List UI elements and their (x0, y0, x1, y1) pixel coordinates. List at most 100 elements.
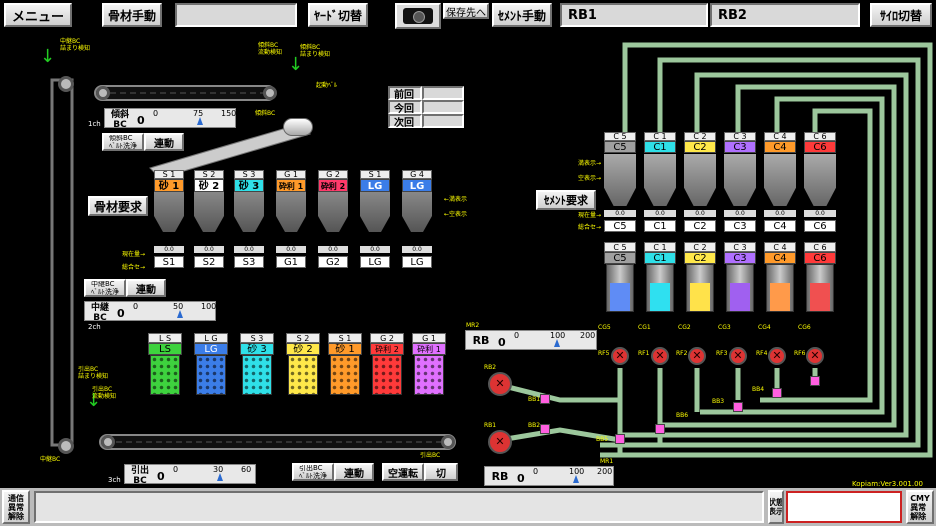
cmy-error-reset-button[interactable]: CMY 異常 解除 (906, 490, 934, 524)
tank-s2[interactable]: S 2 砂 2 (286, 333, 320, 395)
mid-belt-wash-toggle[interactable]: 連動 (126, 279, 166, 297)
tank-g2[interactable]: G 2 砕利 2 (370, 333, 404, 395)
weigh-tank-c3[interactable]: C 3 C3 (724, 242, 756, 318)
hopper-s3[interactable]: S 3 砂 3 0.0 S3 (234, 170, 264, 270)
aggregate-manual-button[interactable]: 骨材手動 (102, 3, 162, 27)
pulley-icon (58, 76, 74, 92)
valve-icon[interactable] (655, 424, 665, 434)
hopper-s2[interactable]: S 2 砂 2 0.0 S2 (194, 170, 224, 270)
pulley-icon (96, 86, 110, 100)
start-sensor-label: 起動ﾍﾞﾙ (316, 82, 338, 89)
rf6-label: RF6 (794, 350, 806, 357)
indicator-full-right: ←満表示 (444, 196, 468, 203)
mr1-tag: MR1 (600, 458, 614, 465)
idle-run-toggle[interactable]: 切 (424, 463, 458, 481)
cement-request-button[interactable]: ｾﾒﾝﾄ要求 (536, 190, 596, 210)
silo-switch-button[interactable]: ｻｲﾛ切替 (870, 3, 932, 27)
valve-icon[interactable] (615, 434, 625, 444)
incline-bc-jam-label: 傾斜BC 詰まり検知 (300, 44, 331, 58)
silo-c2[interactable]: C 2 C2 0.0 C2 (684, 132, 716, 234)
history-prev: 前回 (388, 86, 422, 101)
hopper-g1[interactable]: G 1 砕利 1 0.0 G1 (276, 170, 306, 270)
indicator-total: 総合セ→ (122, 264, 146, 271)
fan-icon[interactable]: ✕ (768, 347, 786, 365)
cg1-label: CG1 (638, 324, 651, 331)
comm-error-reset-button[interactable]: 通信 異常 解除 (2, 490, 30, 524)
hopper-lg2[interactable]: G 4 LG 0.0 LG (402, 170, 432, 270)
rb2-gauge: RB２ 0 0 100 200 (465, 330, 597, 365)
tank-lg[interactable]: L G LG (194, 333, 228, 395)
indicator-empty-right: ←空表示 (444, 211, 468, 218)
tank-s3[interactable]: S 3 砂 3 (240, 333, 274, 395)
hopper-g2[interactable]: G 2 砕利 2 0.0 G2 (318, 170, 348, 270)
tank-ls[interactable]: L S LS (148, 333, 182, 395)
camera-button[interactable] (395, 3, 441, 29)
valve-icon[interactable] (540, 424, 550, 434)
yard-switch-button[interactable]: ﾔｰﾄﾞ切替 (308, 3, 368, 27)
weigh-tank-c4[interactable]: C 4 C4 (764, 242, 796, 318)
fan-icon[interactable]: ✕ (729, 347, 747, 365)
bb2-label: BB2 (528, 422, 541, 429)
fan-icon[interactable]: ✕ (688, 347, 706, 365)
mid-bc-label: 中継BC (40, 456, 61, 463)
bb6-label: BB6 (676, 412, 689, 419)
fan-icon[interactable]: ✕ (651, 347, 669, 365)
history-current: 今回 (388, 100, 422, 115)
rb1-fan-icon[interactable]: ✕ (488, 430, 512, 454)
fan-icon[interactable]: ✕ (611, 347, 629, 365)
rf5-label: RF5 (598, 350, 610, 357)
history-next: 次回 (388, 114, 422, 129)
rf2-label: RF2 (676, 350, 688, 357)
pull-bc-flow-label: 引出BC 流動検知 (92, 386, 117, 400)
tank-s1[interactable]: S 1 砂 1 (328, 333, 362, 395)
rb2-fan-icon[interactable]: ✕ (488, 372, 512, 396)
camera-icon (403, 8, 433, 24)
cg2-label: CG2 (678, 324, 691, 331)
incline-belt-wash-toggle[interactable]: 連動 (144, 133, 184, 151)
weigh-tank-c2[interactable]: C 2 C2 (684, 242, 716, 318)
silo-c3[interactable]: C 3 C3 0.0 C3 (724, 132, 756, 234)
rf3-label: RF3 (716, 350, 728, 357)
mid-conveyor-frame (50, 78, 74, 447)
rb1-gauge: RB１ 0 0 100 200 (484, 466, 614, 501)
pull-belt-wash-toggle[interactable]: 連動 (334, 463, 374, 481)
valve-icon[interactable] (733, 402, 743, 412)
hopper-s1[interactable]: S 1 砂 1 0.0 S1 (154, 170, 184, 270)
cement-manual-button[interactable]: ｾﾒﾝﾄ手動 (492, 3, 552, 27)
tank-g1[interactable]: G 1 砕利 1 (412, 333, 446, 395)
down-arrow-icon: ↓ (288, 54, 304, 75)
silo-c5[interactable]: C 5 C5 0.0 C5 (604, 132, 636, 234)
silo-c6[interactable]: C 6 C6 0.0 C6 (804, 132, 836, 234)
cg5-label: CG5 (598, 324, 611, 331)
valve-icon[interactable] (540, 394, 550, 404)
down-arrow-icon: ↓ (86, 390, 102, 411)
rb1-tag: RB1 (484, 422, 497, 429)
bb1-label: BB1 (528, 396, 541, 403)
save-destination-button[interactable]: 保存先へ (443, 3, 489, 19)
incline-bc-flow-label: 傾斜BC 流動検知 (258, 42, 283, 56)
valve-icon[interactable] (772, 388, 782, 398)
indicator-total-cement: 総合セ→ (578, 224, 602, 231)
cg4-label: CG4 (758, 324, 771, 331)
weigh-tank-c1[interactable]: C 1 C1 (644, 242, 676, 318)
cg6-label: CG6 (798, 324, 811, 331)
silo-c4[interactable]: C 4 C4 0.0 C4 (764, 132, 796, 234)
incline-bc-label: 傾斜BC (255, 110, 276, 117)
pull-belt-wash-label: 引出BC ﾍﾞﾙﾄ洗浄 (292, 463, 334, 481)
mid-bc-jam-label: 中継BC 詰まり検知 (60, 38, 91, 52)
message-bar (34, 491, 764, 523)
indicator-empty: 空表示→ (578, 175, 602, 182)
weigh-tank-c6[interactable]: C 6 C6 (804, 242, 836, 318)
silo-c1[interactable]: C 1 C1 0.0 C1 (644, 132, 676, 234)
fan-icon[interactable]: ✕ (806, 347, 824, 365)
drum-icon (283, 118, 313, 136)
status-display-button[interactable]: 状態 表示 (768, 490, 784, 524)
menu-button[interactable]: メニュー (4, 3, 72, 27)
hopper-lg1[interactable]: S 1 LG 0.0 LG (360, 170, 390, 270)
weigh-tank-c5[interactable]: C 5 C5 (604, 242, 636, 318)
aggregate-request-button[interactable]: 骨材要求 (88, 196, 148, 216)
rb2-status-field: RB2 (710, 3, 860, 27)
pulley-icon (263, 86, 277, 100)
valve-icon[interactable] (810, 376, 820, 386)
indicator-current: 現在量→ (122, 251, 146, 258)
